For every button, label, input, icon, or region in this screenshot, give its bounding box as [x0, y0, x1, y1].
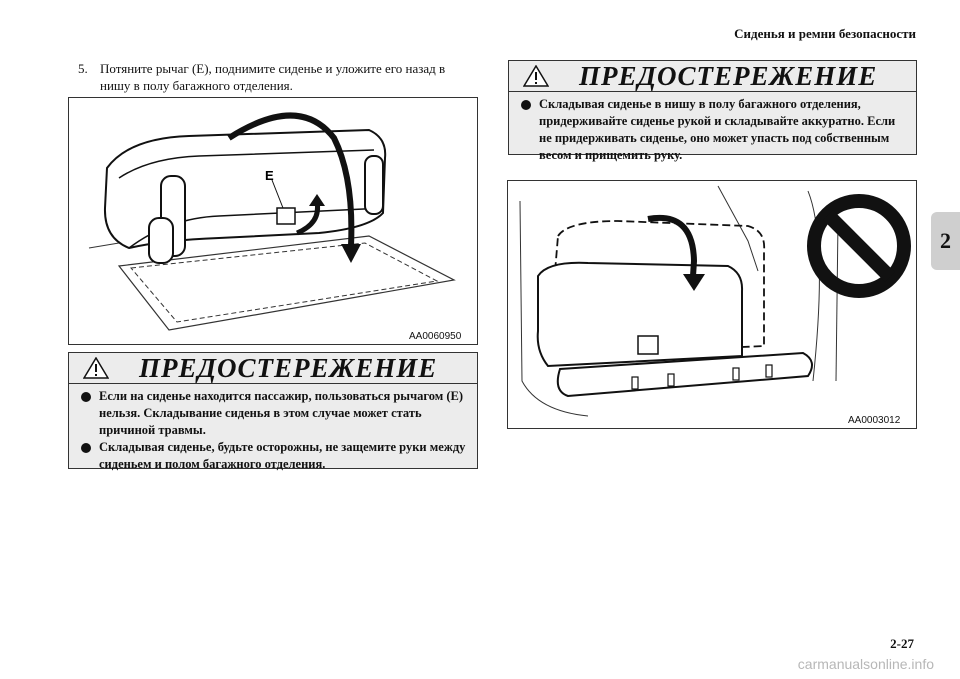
bullet-icon	[81, 392, 91, 402]
prohibition-icon	[807, 194, 911, 298]
figure-code: AA0060950	[409, 331, 462, 342]
bullet-icon	[521, 100, 531, 110]
step-text: Потяните рычаг (E), поднимите сиденье и …	[100, 61, 446, 93]
warning-triangle-icon	[523, 65, 549, 87]
seat-lever-figure: E AA0060950	[68, 97, 478, 345]
section-header: Сиденья и ремни безопасности	[734, 26, 916, 41]
lever-e-label: E	[265, 168, 274, 183]
warning-box-left: ПРЕДОСТЕРЕЖЕНИЕ Если на сиденье находитс…	[68, 352, 478, 471]
warning-title: ПРЕДОСТЕРЕЖЕНИЕ	[139, 352, 438, 383]
bullet-icon	[81, 443, 91, 453]
chapter-tab[interactable]: 2	[931, 212, 960, 270]
warning-title: ПРЕДОСТЕРЕЖЕНИЕ	[579, 60, 878, 91]
warning-box-right: ПРЕДОСТЕРЕЖЕНИЕ Складывая сиденье в нишу…	[508, 60, 917, 162]
step-number: 5.	[78, 61, 88, 76]
warning-triangle-icon	[83, 357, 109, 379]
warning-item: Складывая сиденье в нишу в полу багажног…	[519, 96, 908, 164]
warning-body: Если на сиденье находится пассажир, поль…	[69, 384, 477, 479]
warning-title-bar: ПРЕДОСТЕРЕЖЕНИЕ	[69, 353, 477, 384]
page-number: 2-27	[890, 636, 914, 651]
seat-fold-figure: AA0003012	[507, 180, 917, 429]
rotation-arrow-icon	[227, 112, 355, 247]
step-instruction: 5. Потяните рычаг (E), поднимите сиденье…	[78, 60, 478, 94]
warning-item: Складывая сиденье, будьте осторожны, не …	[79, 439, 469, 473]
watermark: carmanualsonline.info	[797, 656, 934, 672]
figure-code: AA0003012	[848, 415, 901, 426]
seat-lever-illustration: E	[88, 112, 456, 331]
warning-title-bar: ПРЕДОСТЕРЕЖЕНИЕ	[509, 61, 916, 92]
warning-item: Если на сиденье находится пассажир, поль…	[79, 388, 469, 439]
seat-fold-illustration	[519, 185, 839, 417]
chapter-tab-label: 2	[940, 228, 951, 253]
warning-body: Складывая сиденье в нишу в полу багажног…	[509, 92, 916, 170]
